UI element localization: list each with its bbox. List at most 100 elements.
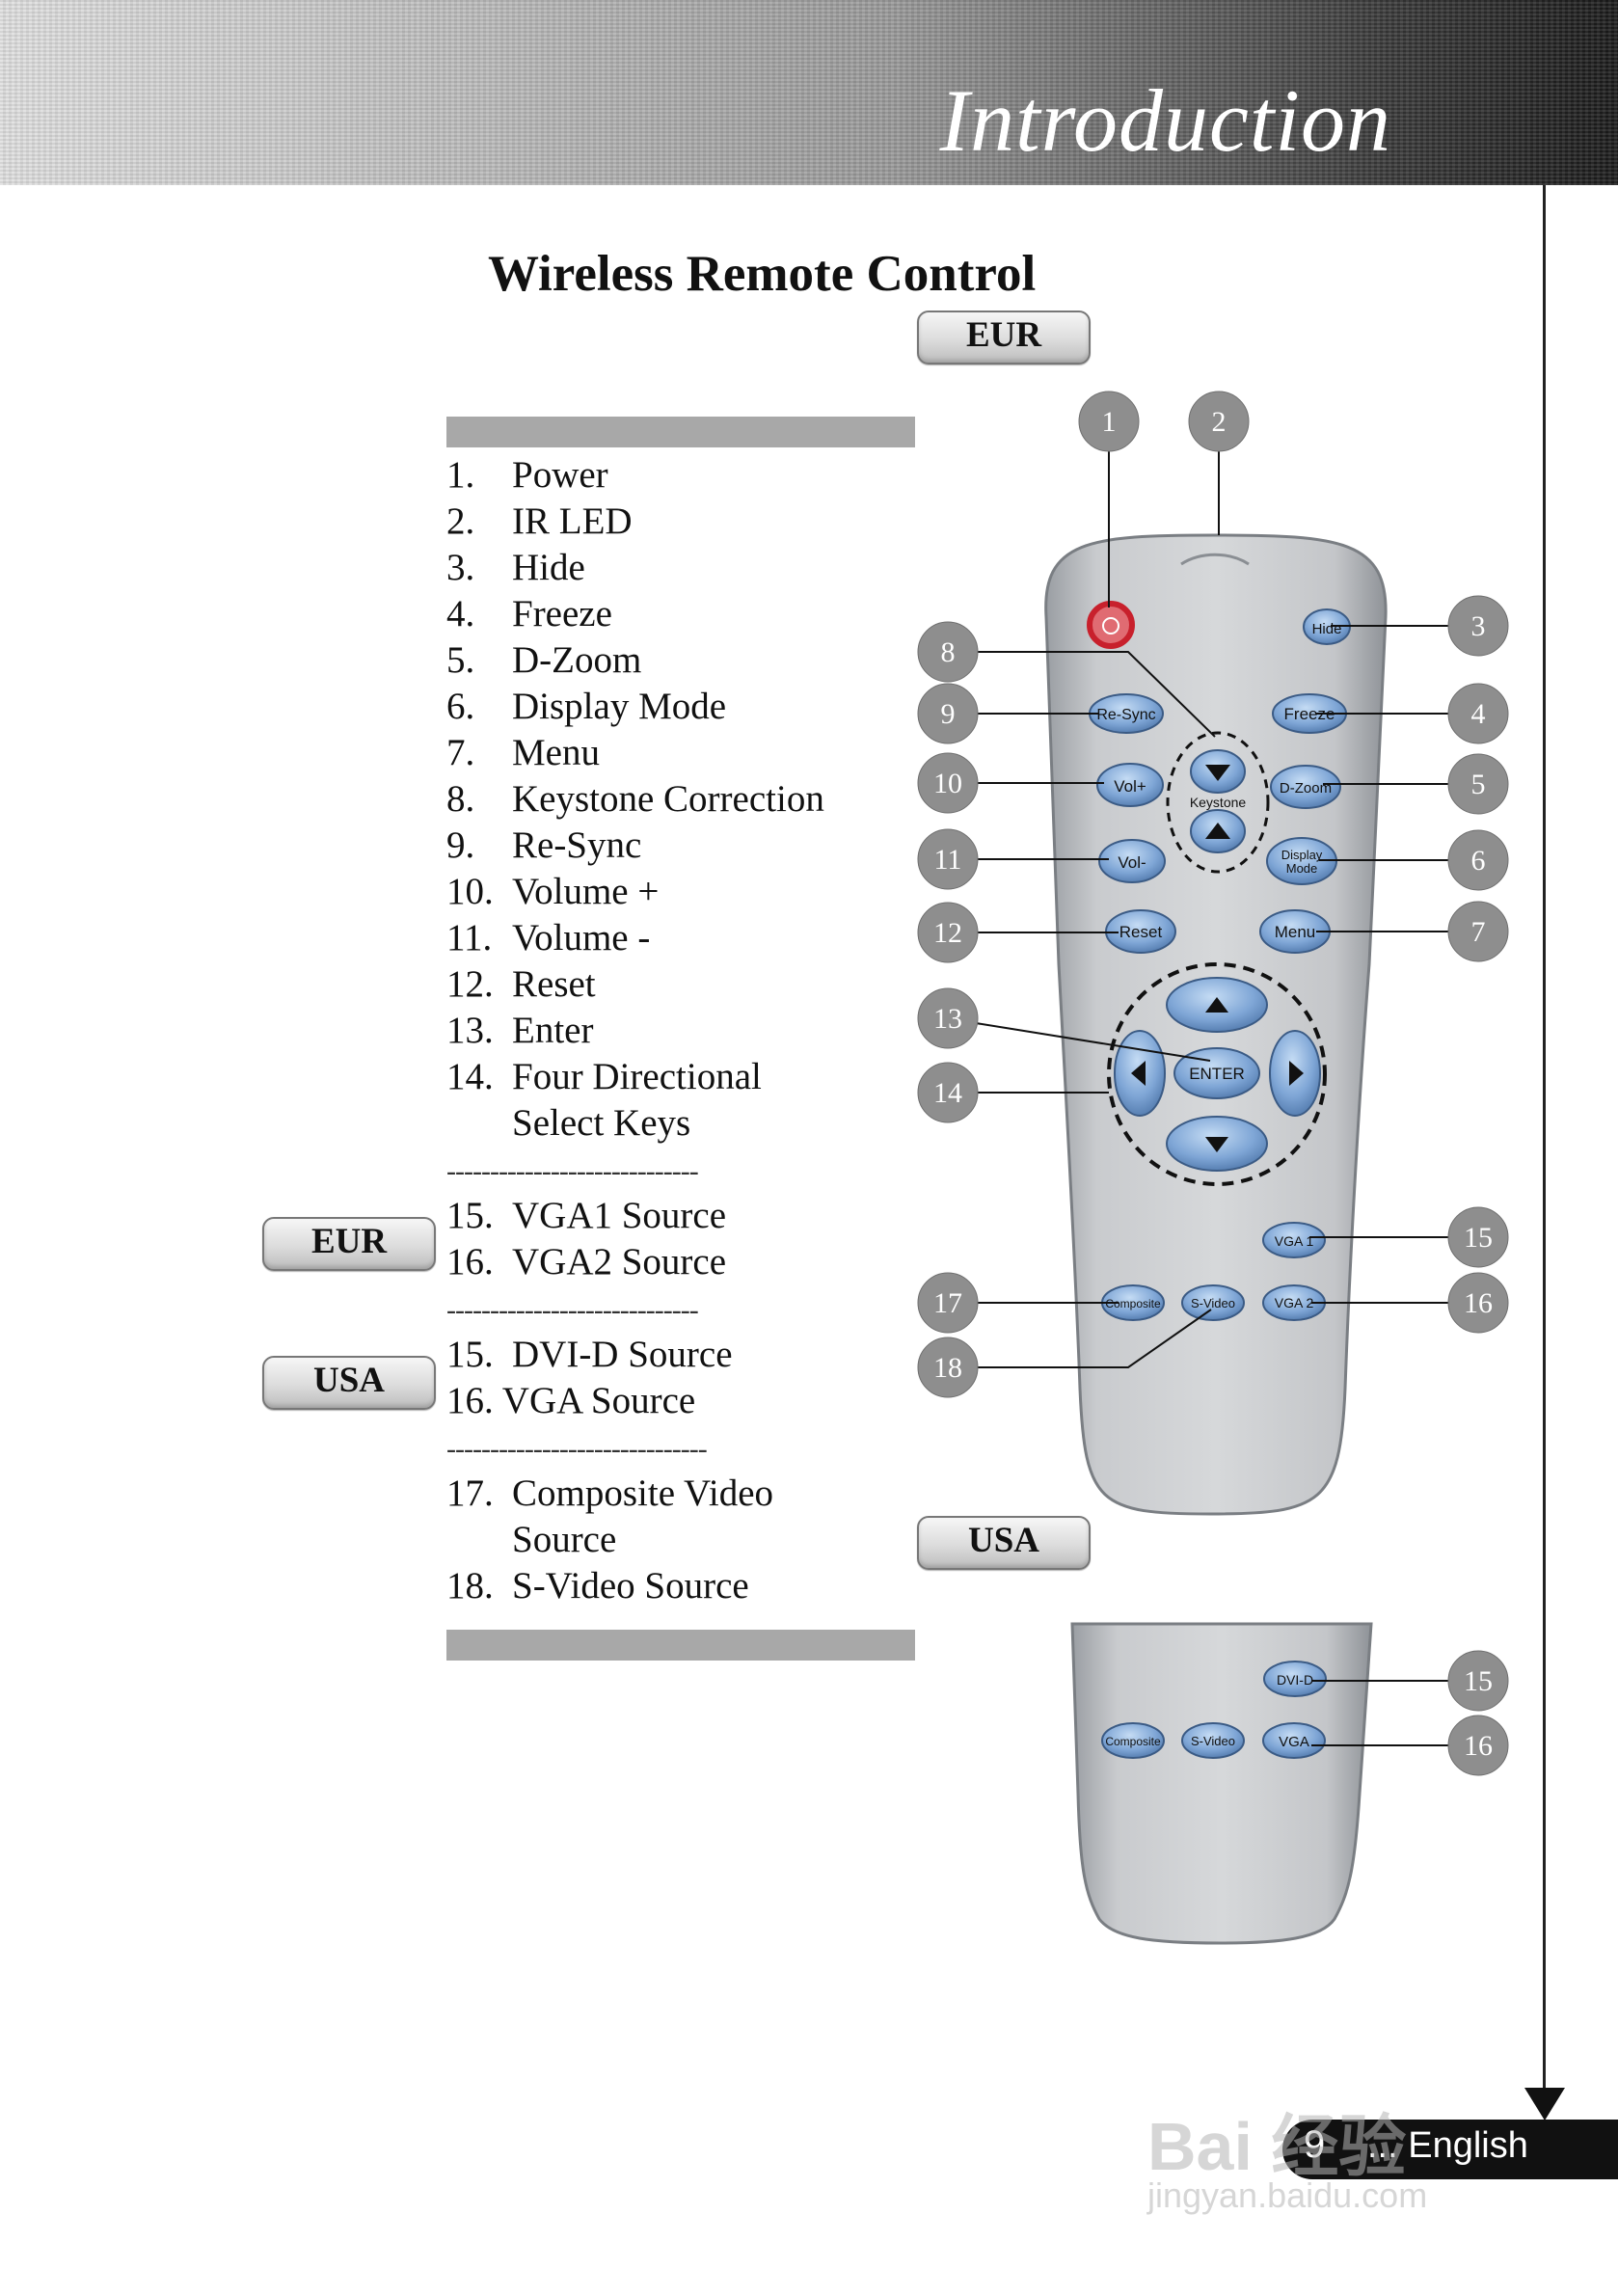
list-item: 8.Keystone Correction	[446, 778, 824, 820]
enter-button	[1173, 1047, 1260, 1099]
list-item: 11.Volume -	[446, 917, 651, 959]
list-item: 12.Reset	[446, 963, 596, 1005]
callout-8-num: 8	[941, 636, 956, 668]
header-band: Introduction	[0, 0, 1618, 185]
callout-11	[917, 828, 979, 890]
callout-11-num: 11	[934, 844, 962, 876]
left-arrow-icon	[1131, 1061, 1146, 1086]
callout-4-num: 4	[1471, 698, 1486, 730]
dvid-label: DVI-D	[1277, 1672, 1313, 1688]
callout-15-num: 15	[1464, 1222, 1493, 1254]
svideo-button-usa	[1181, 1722, 1245, 1759]
composite-label-usa: Composite	[1105, 1735, 1161, 1748]
vga-label-usa: VGA	[1279, 1734, 1309, 1750]
right-arrow-icon	[1289, 1061, 1304, 1086]
usa-tag-mid: USA	[917, 1516, 1091, 1570]
down-arrow-icon	[1524, 2088, 1565, 2120]
svideo-label: S-Video	[1191, 1296, 1235, 1310]
vga1-button	[1262, 1222, 1326, 1258]
callout-14-num: 14	[933, 1077, 962, 1109]
callout-6	[1447, 829, 1509, 891]
page-header-title: Introduction	[939, 71, 1391, 170]
leader-13	[975, 1022, 1211, 1062]
callout-16-num: 16	[1464, 1287, 1493, 1319]
list-item: 14.Four Directional	[446, 1056, 762, 1097]
callout-8	[917, 621, 979, 683]
list-item: 7.Menu	[446, 732, 600, 773]
header-texture	[0, 0, 1618, 185]
callout-13-num: 13	[933, 1003, 962, 1035]
list-item: 1.Power	[446, 454, 608, 496]
list-item: 15.VGA1 Source	[446, 1195, 727, 1236]
callout-3	[1447, 595, 1509, 657]
callout-2	[1188, 391, 1250, 452]
composite-label: Composite	[1105, 1297, 1161, 1310]
separator: ------------------------------	[446, 1433, 708, 1465]
separator: -----------------------------	[446, 1155, 699, 1187]
callout-9	[917, 683, 979, 744]
volminus-label: Vol-	[1118, 853, 1146, 872]
callout-1-num: 1	[1102, 406, 1117, 438]
callout-13	[917, 987, 979, 1049]
callout-7-num: 7	[1471, 916, 1486, 948]
eur-tag-top: EUR	[917, 311, 1091, 365]
usa-tag-list: USA	[262, 1356, 436, 1410]
menu-label: Menu	[1275, 923, 1316, 941]
callout-2-num: 2	[1212, 406, 1227, 438]
list-item: 4.Freeze	[446, 593, 612, 635]
display-label: Display	[1281, 848, 1323, 862]
list-item: Select Keys	[512, 1102, 691, 1144]
volplus-label: Vol+	[1114, 777, 1146, 796]
volplus-button	[1096, 763, 1164, 807]
svideo-label-usa: S-Video	[1191, 1734, 1235, 1748]
callout-15-usa	[1447, 1650, 1509, 1712]
mode-label: Mode	[1286, 861, 1318, 876]
callout-18-num: 18	[933, 1352, 962, 1384]
callout-3-num: 3	[1471, 610, 1486, 642]
callout-12-num: 12	[933, 917, 962, 949]
callout-16	[1447, 1272, 1509, 1334]
callout-16-usa-num: 16	[1464, 1730, 1493, 1762]
callout-5	[1447, 753, 1509, 815]
list-item: 16.VGA2 Source	[446, 1241, 727, 1283]
list-item: 16. VGA Source	[446, 1380, 696, 1421]
list-item: 3.Hide	[446, 547, 585, 588]
list-item: 2.IR LED	[446, 500, 633, 542]
footer-language: ... English	[1367, 2125, 1528, 2166]
list-item: 18.S-Video Source	[446, 1565, 749, 1607]
vga1-label: VGA 1	[1275, 1233, 1314, 1249]
callout-15	[1447, 1206, 1509, 1268]
list-bottom-bar	[446, 1630, 915, 1661]
callout-4	[1447, 683, 1509, 744]
leader-18	[976, 1309, 1212, 1368]
dzoom-button	[1270, 765, 1341, 809]
power-button-icon	[1087, 601, 1135, 649]
eur-tag-list: EUR	[262, 1217, 436, 1271]
callout-6-num: 6	[1471, 845, 1486, 877]
leader-8	[976, 651, 1216, 738]
keystone-ring	[1166, 731, 1270, 874]
enter-label: ENTER	[1189, 1065, 1245, 1083]
keystone-down-arrow-icon	[1205, 765, 1230, 781]
list-item: 10.Volume +	[446, 871, 660, 912]
list-top-bar	[446, 417, 915, 447]
keystone-label: Keystone	[1190, 795, 1247, 810]
remote-body-usa	[1070, 1622, 1373, 1945]
freeze-label: Freeze	[1284, 705, 1335, 723]
list-item: Source	[512, 1519, 617, 1560]
callout-17	[917, 1272, 979, 1334]
remote-top-ridge	[1180, 553, 1250, 566]
vga-button-usa	[1262, 1722, 1326, 1759]
list-item: 15.DVI-D Source	[446, 1334, 733, 1375]
direction-ring	[1107, 962, 1327, 1186]
volminus-button	[1098, 839, 1166, 883]
reset-label: Reset	[1119, 923, 1163, 941]
power-symbol	[1102, 617, 1119, 635]
keystone-up-arrow-icon	[1205, 823, 1230, 839]
list-item: 6.Display Mode	[446, 686, 727, 727]
list-item: 13.Enter	[446, 1010, 594, 1051]
callout-16-usa	[1447, 1715, 1509, 1776]
callout-9-num: 9	[941, 698, 956, 730]
callout-7	[1447, 901, 1509, 962]
